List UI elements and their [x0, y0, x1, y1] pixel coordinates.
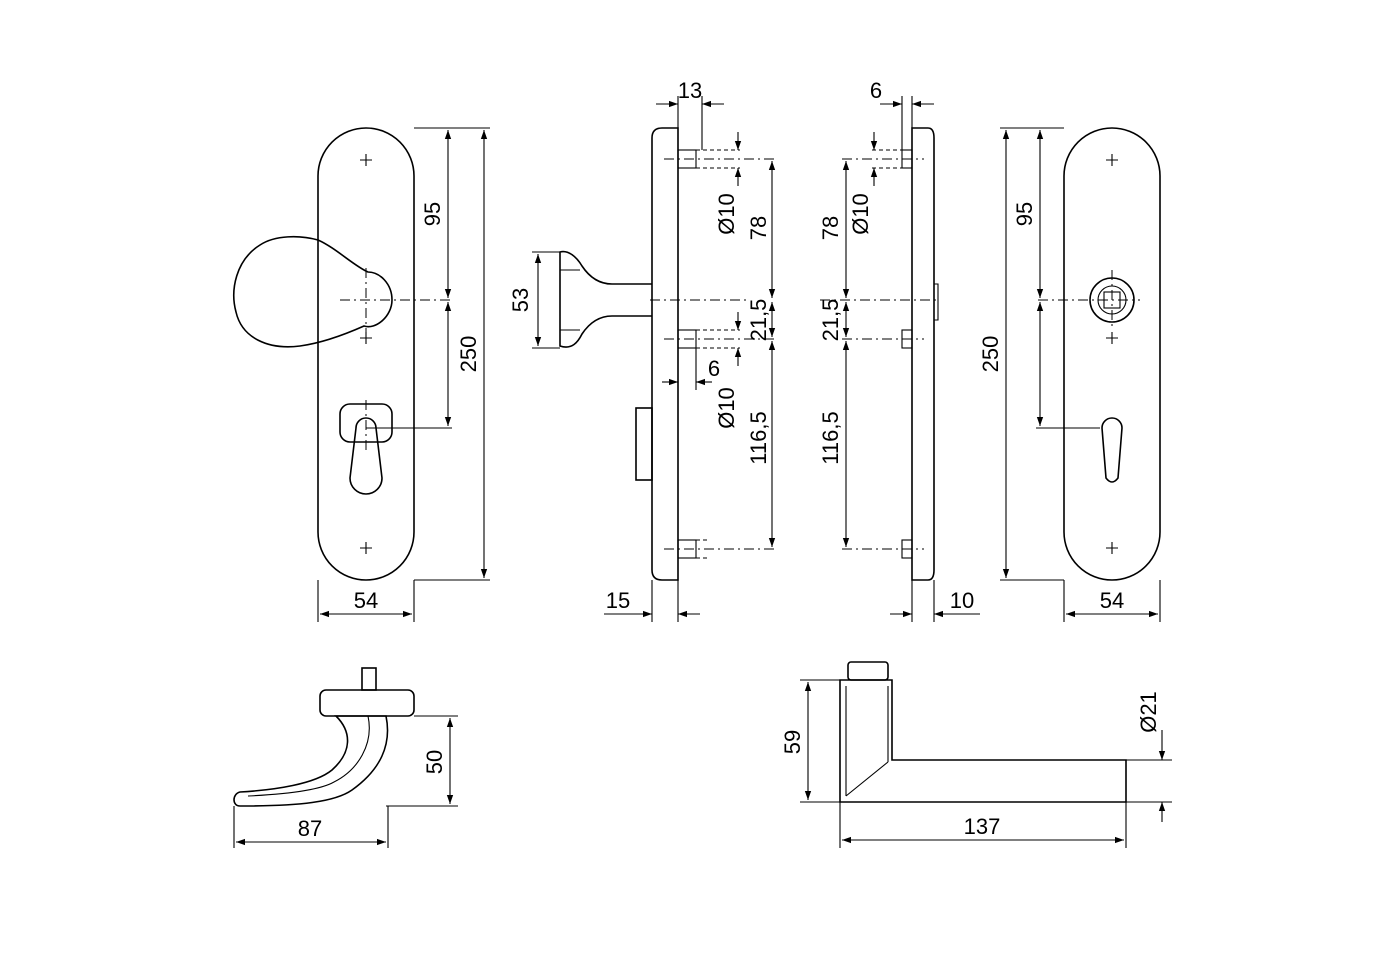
- knob-outline: [233, 235, 393, 348]
- dim-upper-right: 78: [818, 216, 843, 240]
- cylinder-cutout-left: [349, 417, 383, 495]
- dim-total: 250: [456, 336, 481, 373]
- knob-detail: 50 87: [233, 667, 458, 848]
- dim-upper-side: 78: [746, 216, 771, 240]
- dim-rose-offset-right: 6: [870, 78, 882, 103]
- dim-plate-thickness-right: 10: [950, 588, 974, 613]
- plate-profile-right: [911, 127, 935, 581]
- plus-mark: [1106, 154, 1118, 166]
- dim-width: 54: [354, 588, 378, 613]
- dim-total-right: 250: [978, 336, 1003, 373]
- dim-middle-side: 21,5: [746, 299, 771, 342]
- dim-rose-offset: 13: [678, 78, 702, 103]
- dim-middle-right: 21,5: [818, 299, 843, 342]
- knob-profile: [559, 250, 652, 348]
- dim-width-right: 54: [1100, 588, 1124, 613]
- dim-screw-offset: 6: [708, 356, 720, 381]
- dim-lower-side: 116,5: [746, 411, 771, 464]
- front-view-left: 54 95 250: [233, 127, 490, 622]
- dim-lower-right: 116,5: [818, 411, 843, 464]
- dim-knob-height: 53: [508, 288, 533, 312]
- dim-lever-length: 137: [964, 814, 1001, 839]
- lever-profile: [839, 679, 1127, 803]
- dim-knob-detail-length: 87: [298, 816, 322, 841]
- knob-handle-profile: [233, 715, 389, 807]
- front-view-right: 250 95 54: [978, 127, 1161, 622]
- plus-mark: [360, 154, 372, 166]
- lever-detail: 59 Ø21 137: [780, 661, 1172, 848]
- plus-mark: [360, 332, 372, 344]
- dim-upper: 95: [420, 202, 445, 226]
- dim-lever-diameter: Ø21: [1136, 691, 1161, 733]
- plus-mark: [1106, 332, 1118, 344]
- dim-bore-1: Ø10: [714, 193, 739, 235]
- dim-bore-2: Ø10: [714, 387, 739, 429]
- lock-bolt-block: [635, 407, 653, 481]
- escutcheon-plate-left: [317, 127, 415, 581]
- plus-mark: [360, 542, 372, 554]
- plus-mark: [1106, 542, 1118, 554]
- escutcheon-plate-right: [1063, 127, 1161, 581]
- plate-profile-left: [651, 127, 679, 581]
- dim-plate-thickness: 15: [606, 588, 630, 613]
- dim-upper-front-right: 95: [1012, 202, 1037, 226]
- dim-knob-detail-height: 50: [422, 750, 447, 774]
- side-view-left: 13 Ø10 53 78 21,5 116,5 6 Ø10 15: [508, 78, 776, 622]
- dim-bore-right: Ø10: [848, 193, 873, 235]
- dim-lever-height: 59: [780, 730, 805, 754]
- knob-rose: [319, 689, 415, 717]
- side-view-right: 6 Ø10 78 21,5 116,5 10: [818, 78, 980, 622]
- keyhole-right: [1101, 417, 1123, 483]
